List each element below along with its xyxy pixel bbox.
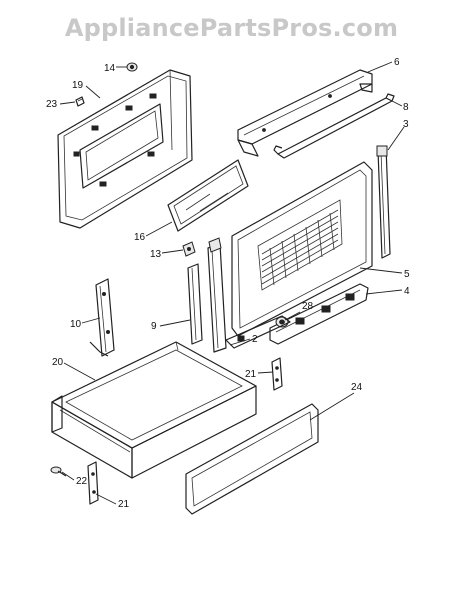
callout-21-upper: 21	[245, 369, 257, 380]
part-14-clip	[126, 62, 138, 72]
part-16-window-glass	[167, 159, 249, 232]
callout-10: 10	[70, 319, 82, 330]
part-3-side-trim	[376, 145, 391, 259]
callout-28: 28	[302, 301, 314, 312]
part-24-drawer-front	[185, 403, 319, 515]
part-6-door-trim	[237, 69, 373, 157]
callout-19: 19	[72, 80, 84, 91]
callout-2: 2	[252, 334, 258, 345]
callout-6: 6	[394, 57, 400, 68]
callout-labels: 14 19 23 6 8 3 16 13 5 4 28 10 9 2 20 21…	[46, 57, 410, 510]
callout-21-lower: 21	[118, 499, 130, 510]
callout-22: 22	[76, 476, 88, 487]
callout-8: 8	[403, 102, 409, 113]
part-5-outer-door-panel	[231, 161, 373, 337]
callout-24: 24	[351, 382, 363, 393]
part-21-slide-bracket-lower	[87, 461, 99, 505]
part-22-screw	[50, 466, 67, 477]
callout-20: 20	[52, 357, 64, 368]
callout-9: 9	[151, 321, 157, 332]
part-23-bracket	[75, 96, 85, 107]
part-4-lower-trim	[269, 283, 369, 345]
part-20-drawer-body	[51, 341, 257, 479]
callout-23: 23	[46, 99, 58, 110]
part-10-drawer-slide-left	[89, 278, 115, 357]
part-2-center-trim	[207, 237, 291, 353]
part-9-side-trim-left	[187, 263, 203, 345]
callout-4: 4	[404, 286, 410, 297]
callout-3: 3	[403, 119, 409, 130]
part-13-clip	[182, 241, 196, 257]
callout-16: 16	[134, 232, 146, 243]
watermark-text: AppliancePartsPros.com	[64, 14, 399, 42]
callout-14: 14	[104, 63, 116, 74]
part-19-inner-door-panel	[57, 69, 193, 229]
part-21-slide-bracket-upper	[271, 357, 283, 391]
callout-5: 5	[404, 269, 410, 280]
callout-13: 13	[150, 249, 162, 260]
leader-lines	[59, 61, 405, 505]
